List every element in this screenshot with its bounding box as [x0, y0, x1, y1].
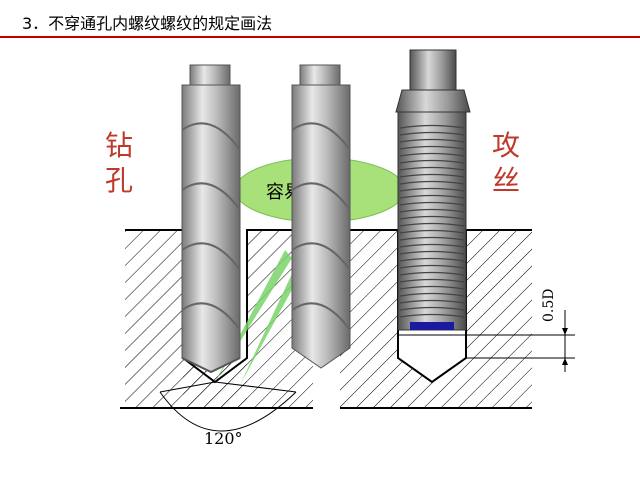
tap-thread-line [399, 271, 465, 276]
label-drilling-2: 孔 [105, 164, 133, 197]
header-bar: 3．不穿通孔内螺纹螺纹的规定画法 [0, 0, 640, 40]
tap-thread-line [399, 208, 465, 213]
title-underline [0, 36, 640, 38]
depth-label: 0.5D [541, 289, 557, 323]
tap-tool [395, 49, 471, 331]
drill-bit-left [181, 64, 241, 374]
tap-thread-line [399, 243, 465, 248]
left-workpiece [120, 229, 313, 409]
tap-thread-line [399, 285, 465, 290]
tap-thread-line [399, 138, 465, 143]
depth-dimension [466, 310, 575, 372]
tap-thread-line [399, 299, 465, 304]
label-tapping-2: 丝 [492, 164, 520, 197]
tap-thread-line [399, 257, 465, 262]
tap-thread-line [399, 236, 465, 241]
tap-thread-line [399, 124, 465, 129]
tap-thread-line [399, 145, 465, 150]
tap-thread-line [399, 152, 465, 157]
tap-thread-line [399, 292, 465, 297]
tap-thread-line [399, 278, 465, 283]
tap-thread-line [399, 173, 465, 178]
tap-thread-line [399, 222, 465, 227]
tap-thread-line [399, 306, 465, 311]
angle-label: 120° [204, 429, 243, 448]
tap-thread-line [399, 166, 465, 171]
tap-thread-line [399, 313, 465, 318]
tap-thread-line [399, 180, 465, 185]
label-drilling: 钻 [105, 129, 133, 162]
drill-bit-right [291, 64, 351, 369]
tap-thread-line [399, 131, 465, 136]
tap-thread-line [399, 250, 465, 255]
page-title: 3．不穿通孔内螺纹螺纹的规定画法 [22, 14, 273, 33]
label-tapping: 攻 [492, 129, 520, 162]
tap-thread-line [399, 201, 465, 206]
tap-thread-line [399, 229, 465, 234]
tap-thread-line [399, 194, 465, 199]
angle-arc [159, 391, 297, 432]
tap-thread-line [399, 215, 465, 220]
green-sector-2 [240, 265, 300, 385]
tap-thread-line [399, 159, 465, 164]
tap-thread-line [399, 187, 465, 192]
tap-thread-line [399, 264, 465, 269]
